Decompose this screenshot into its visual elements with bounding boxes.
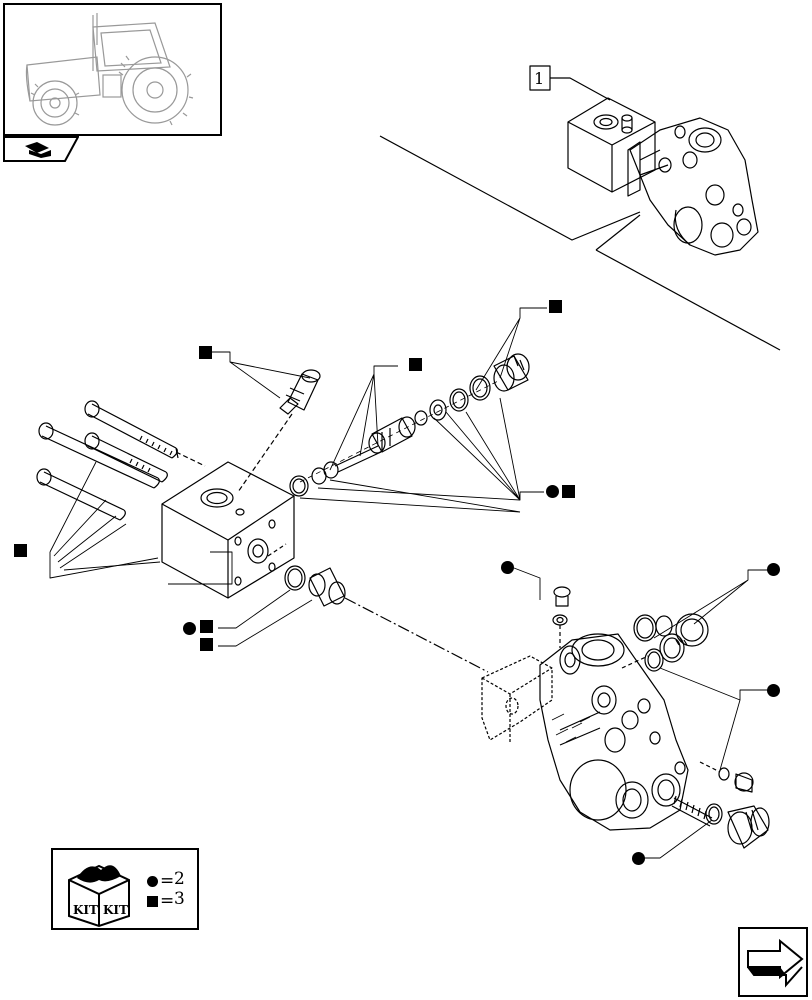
assembled-valve-reference [379,65,781,351]
callout-square-marker [409,358,422,371]
callout-square-marker [200,620,213,633]
callout-square-marker [562,485,575,498]
section-page-icon [3,136,80,162]
callout-square-marker [200,638,213,651]
leader-lines [49,307,768,859]
callout-circle-marker [501,561,514,574]
legend-square-icon [147,896,158,907]
section-tab[interactable] [3,136,80,162]
tractor-thumbnail[interactable] [3,3,222,136]
valve-block [161,461,295,599]
kit-box-icon: KIT KIT [68,864,130,928]
tractor-thumbnail-icon [25,13,194,126]
kit-label-left: KIT [73,903,98,917]
callout-circle-marker [546,485,559,498]
kit-legend: KIT KIT = 2 = 3 [51,848,199,930]
tie-bolts [36,400,206,521]
callout-number-1: 1 [534,69,544,88]
callout-square-marker [199,346,212,359]
next-page-arrow-icon [747,938,804,988]
legend-circle-qty: 2 [174,869,185,889]
legend-circle-icon [147,876,158,887]
legend-square-qty: 3 [174,889,185,909]
callout-square-marker [549,300,562,313]
spool-parts [284,353,530,673]
cartridge-valve [237,369,321,493]
legend-circle-equals: = [160,871,175,891]
callout-circle-marker [183,622,196,635]
next-page-button[interactable] [738,927,808,997]
body-small-parts [552,586,770,849]
valve-body [481,633,713,831]
kit-label-right: KIT [103,903,128,917]
callout-circle-marker [767,563,780,576]
legend-square-equals: = [160,891,175,911]
callout-circle-marker [632,852,645,865]
callout-circle-marker [767,684,780,697]
callout-square-marker [14,544,27,557]
